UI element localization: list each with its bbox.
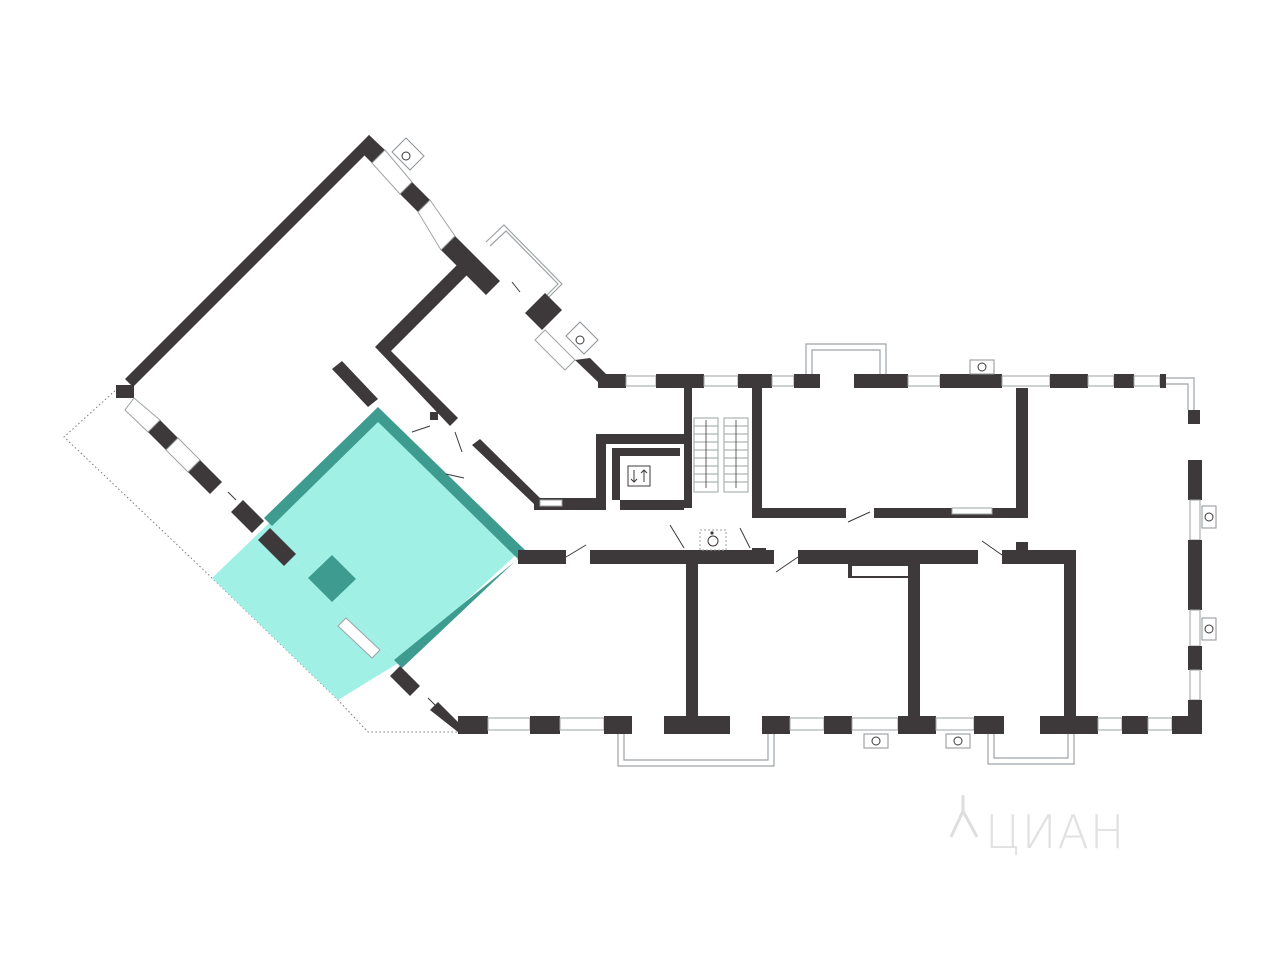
air-conditioner-icon [945,733,971,749]
air-conditioner-icon [863,733,889,749]
cian-logo-icon [949,795,979,838]
bay-windows-top [805,343,1195,410]
air-conditioner-icon [565,321,599,355]
highlighted-loggia [212,530,400,700]
highlighted-apartment[interactable] [212,407,526,700]
air-conditioner-icon [391,137,425,171]
elevator-icon [627,465,651,487]
bay-window-upper [485,224,606,382]
air-conditioner-icon [1201,617,1217,641]
highlighted-wall [378,407,526,559]
central-walls [458,374,1202,734]
highlighted-wall [264,407,378,526]
watermark-logo: ЦИАН [949,795,1126,859]
doors [227,281,1003,707]
left-wing-windows [124,149,456,659]
air-conditioner-icon [1201,505,1217,529]
watermark-text: ЦИАН [985,805,1126,859]
highlighted-wall [308,555,356,602]
left-wing-walls [116,135,500,732]
air-conditioner-icon [969,359,995,375]
bay-windows-bottom [617,734,1075,767]
wheelchair-icon [699,529,727,551]
highlighted-wall [394,551,526,668]
staircase [693,417,749,493]
highlighted-room [262,413,520,662]
